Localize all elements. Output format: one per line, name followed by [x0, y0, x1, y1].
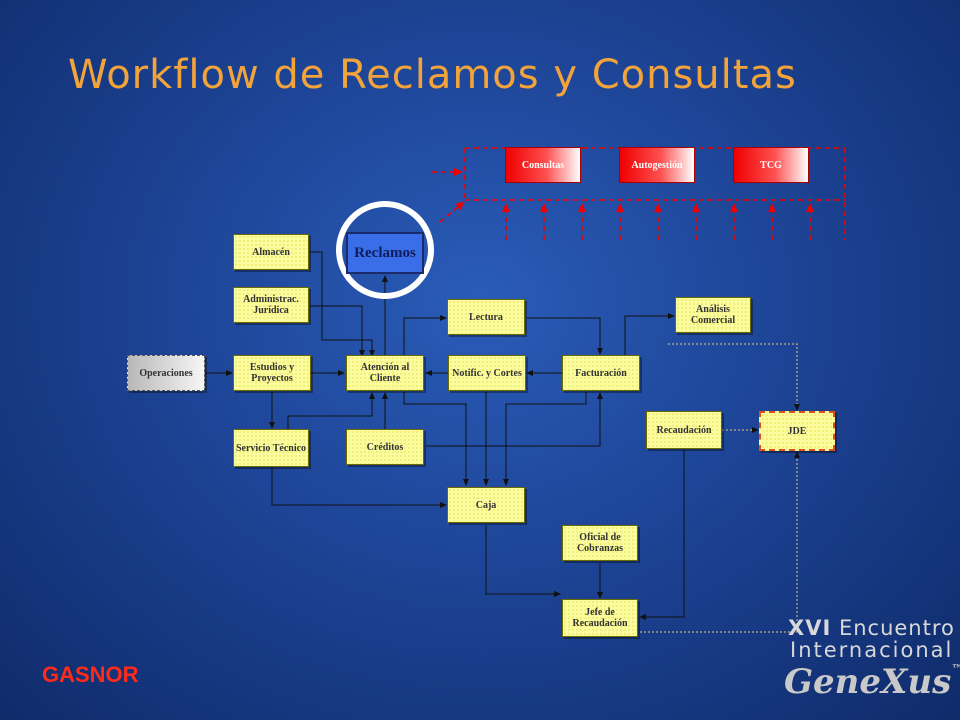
- node-analisis: Análisis Comercial: [675, 297, 751, 333]
- jde-connectors: [640, 343, 800, 633]
- node-jde: JDE: [759, 411, 835, 451]
- node-consultas: Consultas: [505, 147, 581, 183]
- node-caja: Caja: [447, 487, 525, 523]
- event-word: Encuentro: [838, 616, 955, 640]
- trademark-symbol: ™: [951, 662, 960, 676]
- node-facturacion: Facturación: [562, 355, 640, 391]
- reclamos-highlight-circle: [336, 201, 434, 299]
- slide-title: Workflow de Reclamos y Consultas: [68, 52, 797, 98]
- node-servicio: Servicio Técnico: [233, 429, 309, 467]
- node-autogestion: Autogestión: [619, 147, 695, 183]
- node-oficial: Oficial de Cobranzas: [562, 525, 638, 561]
- node-creditos: Créditos: [346, 429, 424, 465]
- company-name: GASNOR: [42, 662, 139, 687]
- node-operaciones: Operaciones: [127, 355, 205, 391]
- node-reclamos: Reclamos: [346, 232, 424, 274]
- workflow-connectors: [200, 251, 685, 620]
- node-jefe: Jefe de Recaudación: [562, 599, 638, 637]
- node-recaudacion: Recaudación: [646, 411, 722, 449]
- genexus-logo: GeneXus™: [784, 662, 960, 702]
- node-tcg: TCG: [733, 147, 809, 183]
- event-logo-line1: XVI Encuentro: [788, 616, 955, 640]
- node-estudios: Estudios y Proyectos: [233, 355, 311, 391]
- node-atencion: Atención al Cliente: [346, 355, 424, 391]
- node-administrac: Administrac. Jurídica: [233, 287, 309, 323]
- event-edition: XVI: [788, 616, 832, 640]
- node-notific: Notific. y Cortes: [448, 355, 526, 391]
- brand-name: GeneXus: [784, 662, 952, 702]
- node-almacen: Almacén: [233, 234, 309, 270]
- node-lectura: Lectura: [447, 299, 525, 335]
- event-logo-line2: Internacional: [790, 638, 954, 662]
